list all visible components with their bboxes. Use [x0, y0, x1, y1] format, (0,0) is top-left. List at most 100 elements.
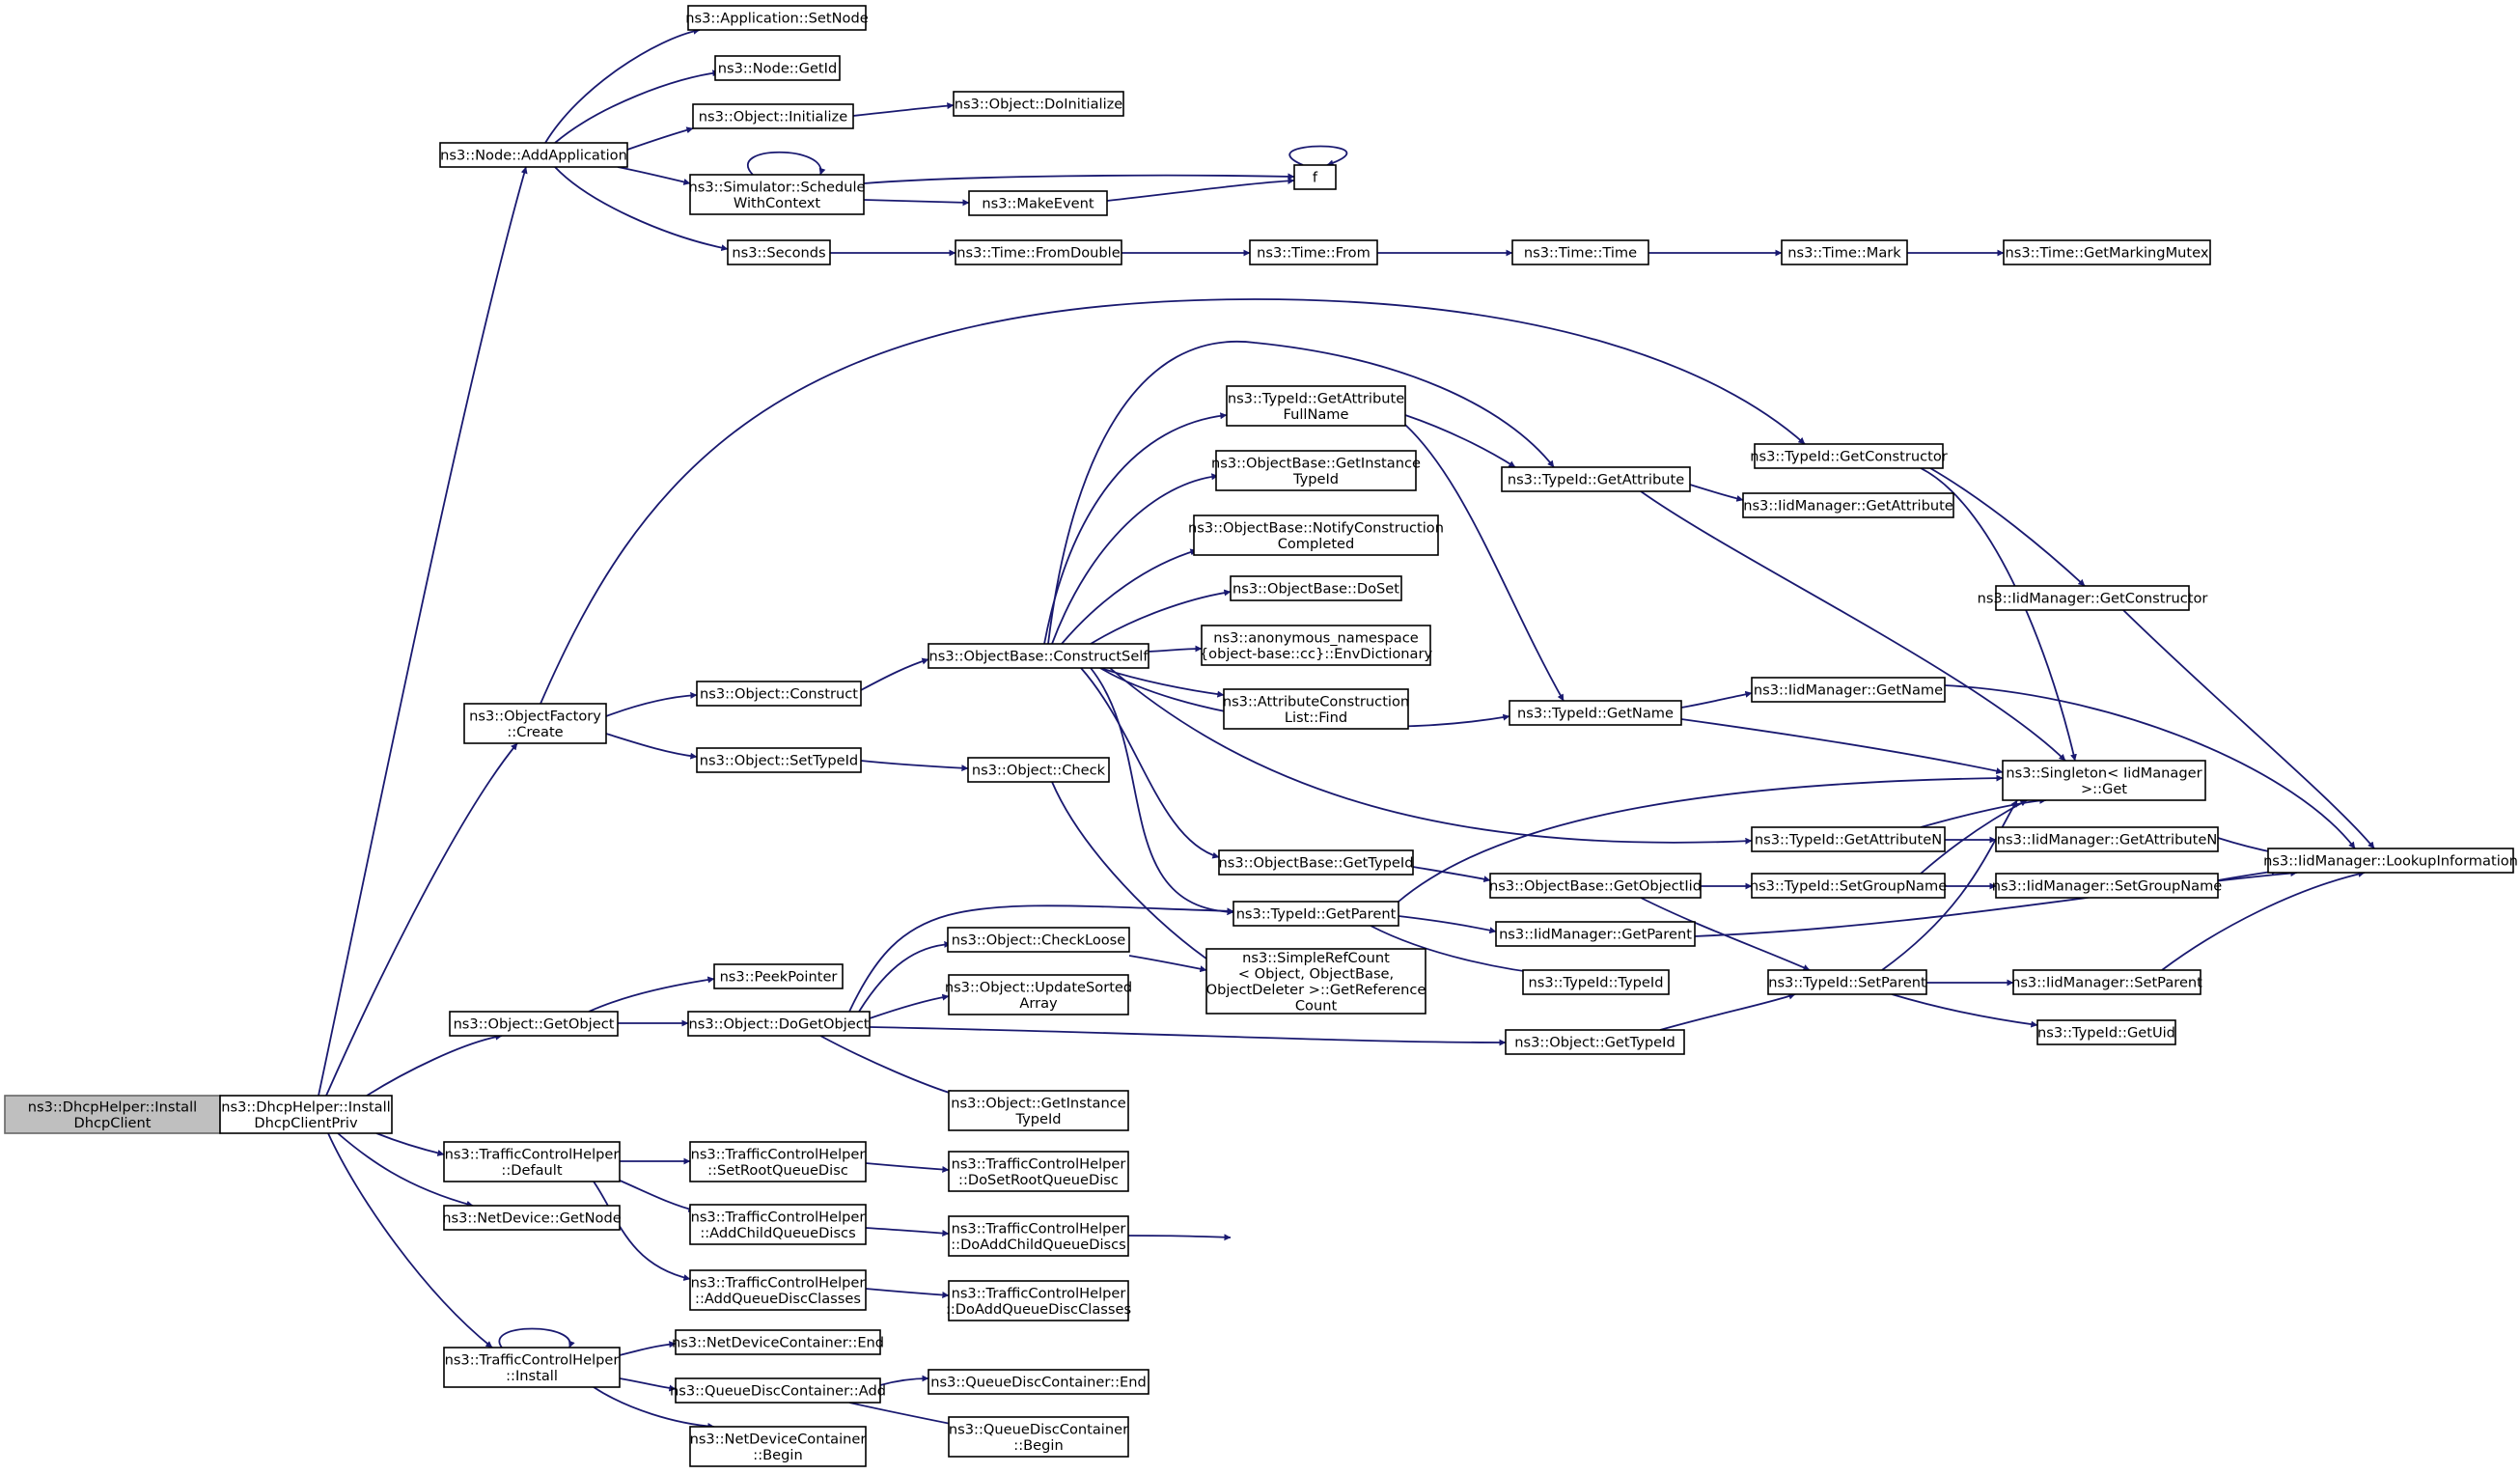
node-tch-do-add-child[interactable]: ns3::TrafficControlHelper::DoAddChildQue… [948, 1215, 1129, 1257]
node-label: {object-base::cc}::EnvDictionary [1200, 646, 1433, 662]
node-object-do-get-object[interactable]: ns3::Object::DoGetObject [687, 1011, 871, 1037]
call-arrow [1090, 667, 1234, 916]
call-edge-tch_add_child-to-tch_do_add_child [865, 1227, 950, 1238]
node-ob-do-set[interactable]: ns3::ObjectBase::DoSet [1230, 575, 1402, 601]
node-iid-set-group-name[interactable]: ns3::IidManager::SetGroupName [1992, 873, 2223, 899]
node-node-get-id[interactable]: ns3::Node::GetId [714, 55, 841, 81]
node-ob-notify[interactable]: ns3::ObjectBase::NotifyConstructionCompl… [1188, 515, 1444, 556]
node-iid-get-name[interactable]: ns3::IidManager::GetName [1751, 677, 1946, 703]
node-seconds[interactable]: ns3::Seconds [727, 239, 831, 265]
call-edge-object_do_get_object-to-object_update_sorted [869, 993, 950, 1019]
node-iid-get-constructor[interactable]: ns3::IidManager::GetConstructor [1978, 585, 2208, 611]
node-box [1509, 700, 1682, 726]
call-arrow [1061, 548, 1198, 645]
node-iid-lookup-info[interactable]: ns3::IidManager::LookupInformation [2263, 848, 2518, 874]
node-object-check[interactable]: ns3::Object::Check [967, 757, 1110, 783]
node-app-set-node[interactable]: ns3::Application::SetNode [685, 5, 869, 31]
node-box [696, 747, 862, 773]
node-typeid-typeid[interactable]: ns3::TypeId::TypeId [1522, 969, 1670, 995]
call-edge-object_factory_create-to-typeid_get_constructor [540, 298, 1806, 705]
node-object-do-initialize[interactable]: ns3::Object::DoInitialize [953, 91, 1124, 117]
node-typeid-set-parent[interactable]: ns3::TypeId::SetParent [1767, 969, 1927, 995]
node-tch-install[interactable]: ns3::TrafficControlHelper::Install [443, 1347, 621, 1388]
call-edge-object_set_type_id-to-object_check [860, 760, 969, 772]
node-object-get-object[interactable]: ns3::Object::GetObject [449, 1011, 619, 1037]
node-object-initialize[interactable]: ns3::Object::Initialize [692, 103, 854, 129]
node-box [727, 239, 831, 265]
node-simple-ref-count[interactable]: ns3::SimpleRefCount< Object, ObjectBase,… [1205, 948, 1426, 1015]
node-typeid-get-constructor[interactable]: ns3::TypeId::GetConstructor [1750, 443, 1948, 469]
node-qdc-add[interactable]: ns3::QueueDiscContainer::Add [670, 1377, 886, 1404]
node-typeid-set-group-name[interactable]: ns3::TypeId::SetGroupName [1750, 873, 1947, 899]
node-tch-do-set-root[interactable]: ns3::TrafficControlHelper::DoSetRootQueu… [948, 1151, 1129, 1192]
node-qdc-begin[interactable]: ns3::QueueDiscContainer::Begin [948, 1416, 1129, 1458]
node-tch-add-classes[interactable]: ns3::TrafficControlHelper::AddQueueDiscC… [689, 1269, 867, 1311]
node-object-get-typeid[interactable]: ns3::Object::GetTypeId [1505, 1029, 1685, 1055]
node-tch-do-add-classes[interactable]: ns3::TrafficControlHelper::DoAddQueueDis… [946, 1280, 1131, 1321]
node-ndc-begin[interactable]: ns3::NetDeviceContainer::Begin [689, 1426, 867, 1467]
node-tch-set-root[interactable]: ns3::TrafficControlHelper::SetRootQueueD… [689, 1141, 867, 1182]
node-time-mark[interactable]: ns3::Time::Mark [1781, 239, 1908, 265]
node-box [1754, 443, 1944, 469]
node-object-set-type-id[interactable]: ns3::Object::SetTypeId [696, 747, 862, 773]
call-edge-sim_schedule-to-make_event [863, 199, 970, 207]
node-iid-get-parent[interactable]: ns3::IidManager::GetParent [1495, 921, 1696, 947]
node-box [1205, 948, 1426, 1015]
node-tch-default[interactable]: ns3::TrafficControlHelper::Default [443, 1141, 621, 1182]
node-ndc-end[interactable]: ns3::NetDeviceContainer::End [672, 1329, 884, 1355]
node-box [713, 963, 844, 989]
node-time-time[interactable]: ns3::Time::Time [1511, 239, 1649, 265]
node-make-event[interactable]: ns3::MakeEvent [968, 190, 1108, 216]
node-label: ns3::Singleton< IidManager [2006, 765, 2202, 781]
node-tch-add-child[interactable]: ns3::TrafficControlHelper::AddChildQueue… [689, 1204, 867, 1245]
node-singleton-get[interactable]: ns3::Singleton< IidManager>::Get [2002, 760, 2206, 801]
node-typeid-get-name[interactable]: ns3::TypeId::GetName [1509, 700, 1682, 726]
call-edge-object_check-to-simple_ref_count [1051, 781, 1217, 966]
call-edge-ob_construct_self-to-typeid_get_attribute_n [1109, 667, 1753, 845]
node-label: f [1313, 170, 1318, 186]
node-box [948, 1151, 1129, 1192]
node-typeid-get-attribute[interactable]: ns3::TypeId::GetAttribute [1501, 466, 1691, 492]
node-ob-get-typeid[interactable]: ns3::ObjectBase::GetTypeId [1218, 849, 1414, 876]
node-typeid-get-attribute-n[interactable]: ns3::TypeId::GetAttributeN [1751, 826, 1946, 852]
node-anon-env[interactable]: ns3::anonymous_namespace{object-base::cc… [1200, 625, 1433, 666]
node-object-check-loose[interactable]: ns3::Object::CheckLoose [947, 927, 1130, 953]
node-ob-get-object-iid[interactable]: ns3::ObjectBase::GetObjectIid [1489, 873, 1702, 899]
node-ob-construct-self[interactable]: ns3::ObjectBase::ConstructSelf [928, 643, 1149, 669]
node-netdevice-get-node[interactable]: ns3::NetDevice::GetNode [442, 1205, 622, 1231]
call-arrow [327, 1132, 493, 1349]
node-label: FullName [1283, 406, 1348, 423]
node-box [1223, 688, 1409, 730]
node-time-get-marking-mutex[interactable]: ns3::Time::GetMarkingMutex [2003, 239, 2211, 265]
call-edge-ob_construct_self-to-typeid_get_attr_fullname [1043, 412, 1228, 645]
node-time-from[interactable]: ns3::Time::From [1249, 239, 1378, 265]
node-f[interactable]: f [1293, 164, 1337, 190]
node-typeid-get-parent[interactable]: ns3::TypeId::GetParent [1232, 901, 1399, 927]
node-label: ns3::QueueDiscContainer [949, 1421, 1128, 1437]
node-label: List::Find [1285, 709, 1347, 726]
node-iid-get-attribute[interactable]: ns3::IidManager::GetAttribute [1742, 492, 1954, 518]
node-object-construct[interactable]: ns3::Object::Construct [696, 681, 862, 707]
call-edge-typeid_get_attribute-to-singleton_get [1640, 490, 2066, 762]
node-time-from-double[interactable]: ns3::Time::FromDouble [955, 239, 1122, 265]
node-label: ns3::Object::Initialize [699, 109, 847, 125]
node-qdc-end[interactable]: ns3::QueueDiscContainer::End [928, 1369, 1149, 1395]
node-iid-set-parent[interactable]: ns3::IidManager::SetParent [2011, 969, 2202, 995]
node-label: ns3::ObjectBase::GetInstance [1211, 455, 1421, 471]
node-label: ns3::Time::From [1257, 245, 1371, 262]
node-node-add-application[interactable]: ns3::Node::AddApplication [439, 142, 628, 168]
node-peek-pointer[interactable]: ns3::PeekPointer [713, 963, 844, 989]
call-edge-tch_install-to-tch_install [498, 1327, 575, 1349]
node-object-factory-create[interactable]: ns3::ObjectFactory::Create [463, 703, 607, 744]
call-arrow [626, 126, 694, 151]
node-iid-get-attribute-n[interactable]: ns3::IidManager::GetAttributeN [1995, 826, 2219, 852]
node-typeid-get-uid[interactable]: ns3::TypeId::GetUid [2036, 1019, 2176, 1045]
